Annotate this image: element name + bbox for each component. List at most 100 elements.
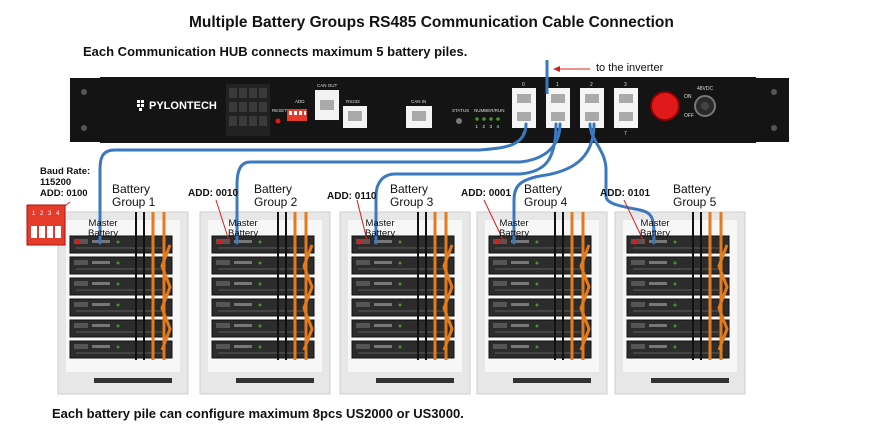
hub-brand: PYLONTECH	[149, 100, 217, 112]
baud-rate-label: Baud Rate: 115200 ADD: 0100	[40, 166, 90, 199]
module-indicator	[374, 303, 392, 306]
battery-module	[69, 235, 173, 254]
rack-base-bar	[651, 378, 729, 383]
group-label-line: Group 2	[254, 195, 298, 209]
master-label-2: Master Battery	[228, 219, 258, 239]
module-panel	[356, 239, 370, 244]
module-indicator	[92, 282, 110, 285]
rs485-cable-group-5	[588, 122, 656, 245]
power-connector-core	[701, 102, 709, 110]
module-vent	[633, 331, 719, 333]
module-vent	[76, 268, 162, 270]
group-label-line: Group 1	[112, 195, 156, 209]
rack-base-bar	[513, 378, 591, 383]
diagram-title: Multiple Battery Groups RS485 Communicat…	[189, 14, 674, 31]
status-label: STATUS	[452, 108, 469, 113]
rs485-port-number: 0	[522, 82, 525, 88]
battery-module	[488, 256, 592, 275]
group-label-line: Group 3	[390, 195, 434, 209]
module-panel	[493, 239, 507, 244]
module-vent	[633, 289, 719, 291]
diagram-footer: Each battery pile can configure maximum …	[52, 406, 464, 421]
module-led	[673, 240, 677, 244]
module-indicator	[511, 303, 529, 306]
number-led-label: 3	[490, 124, 493, 129]
module-vent	[358, 289, 444, 291]
rs485-cable-group-3	[374, 122, 558, 245]
module-panel	[356, 281, 370, 286]
power-link	[442, 244, 454, 351]
battery-module	[351, 319, 455, 338]
can-in-label: CAN IN	[411, 99, 426, 104]
module-indicator	[92, 345, 110, 348]
module-vent	[76, 352, 162, 354]
rs485-port-number: 3	[624, 82, 627, 88]
battery-module	[351, 256, 455, 275]
master-label-line: Master	[228, 218, 258, 229]
module-indicator	[511, 282, 529, 285]
module-led	[673, 345, 677, 349]
module-indicator	[234, 282, 252, 285]
module-led	[116, 303, 120, 307]
group-label-line: Group 5	[673, 195, 717, 209]
module-indicator	[92, 261, 110, 264]
module-led	[535, 324, 539, 328]
leader-line	[483, 199, 506, 245]
module-vent	[495, 289, 581, 291]
module-indicator	[649, 303, 667, 306]
pylontech-logo	[137, 100, 144, 111]
rs485-port-number: 7	[624, 131, 627, 137]
baud-dip-switch[interactable]: 1 2 3 4	[26, 204, 66, 246]
module-led	[116, 282, 120, 286]
master-label-line: Master	[88, 218, 118, 229]
module-led	[535, 282, 539, 286]
module-led	[258, 240, 262, 244]
battery-module	[626, 256, 730, 275]
battery-module	[488, 340, 592, 359]
master-label-line: Master	[640, 218, 670, 229]
module-indicator	[234, 303, 252, 306]
battery-module	[626, 340, 730, 359]
dip-number: 1	[32, 211, 36, 217]
group-label-line: Battery	[390, 182, 429, 196]
module-led	[398, 282, 402, 286]
module-led	[535, 345, 539, 349]
group-label-4: Battery Group 4	[524, 183, 567, 209]
module-indicator	[511, 345, 529, 348]
group-add-2: ADD: 0010	[188, 188, 239, 199]
module-panel	[631, 239, 645, 244]
module-led	[116, 345, 120, 349]
mount-hole	[81, 125, 87, 131]
module-panel	[356, 323, 370, 328]
battery-module	[488, 319, 592, 338]
add-label: ADD	[295, 99, 305, 104]
module-panel	[216, 344, 230, 349]
module-vent	[633, 310, 719, 312]
master-label-1: Master Battery	[88, 219, 118, 239]
rs485-cables	[98, 122, 656, 245]
module-led	[258, 261, 262, 265]
switch-bank-cells	[229, 88, 267, 126]
module-vent	[218, 310, 304, 312]
master-label-3: Master Battery	[365, 219, 395, 239]
module-panel	[356, 344, 370, 349]
switch-on-label: ON	[684, 94, 692, 100]
power-button[interactable]	[650, 91, 680, 121]
module-panel	[356, 260, 370, 265]
module-indicator	[234, 324, 252, 327]
group-label-1: Battery Group 1	[112, 183, 155, 209]
number-led-label: 4	[497, 124, 500, 129]
module-led	[116, 261, 120, 265]
module-panel	[216, 260, 230, 265]
battery-module	[69, 256, 173, 275]
dip-number: 4	[56, 211, 60, 217]
module-panel	[216, 281, 230, 286]
master-label-line: Master	[365, 218, 395, 229]
battery-module	[626, 298, 730, 317]
master-label-5: Master Battery	[640, 219, 670, 239]
module-panel	[493, 260, 507, 265]
module-led	[535, 303, 539, 307]
reset-button[interactable]	[275, 118, 281, 124]
mount-hole	[771, 125, 777, 131]
module-led	[116, 240, 120, 244]
